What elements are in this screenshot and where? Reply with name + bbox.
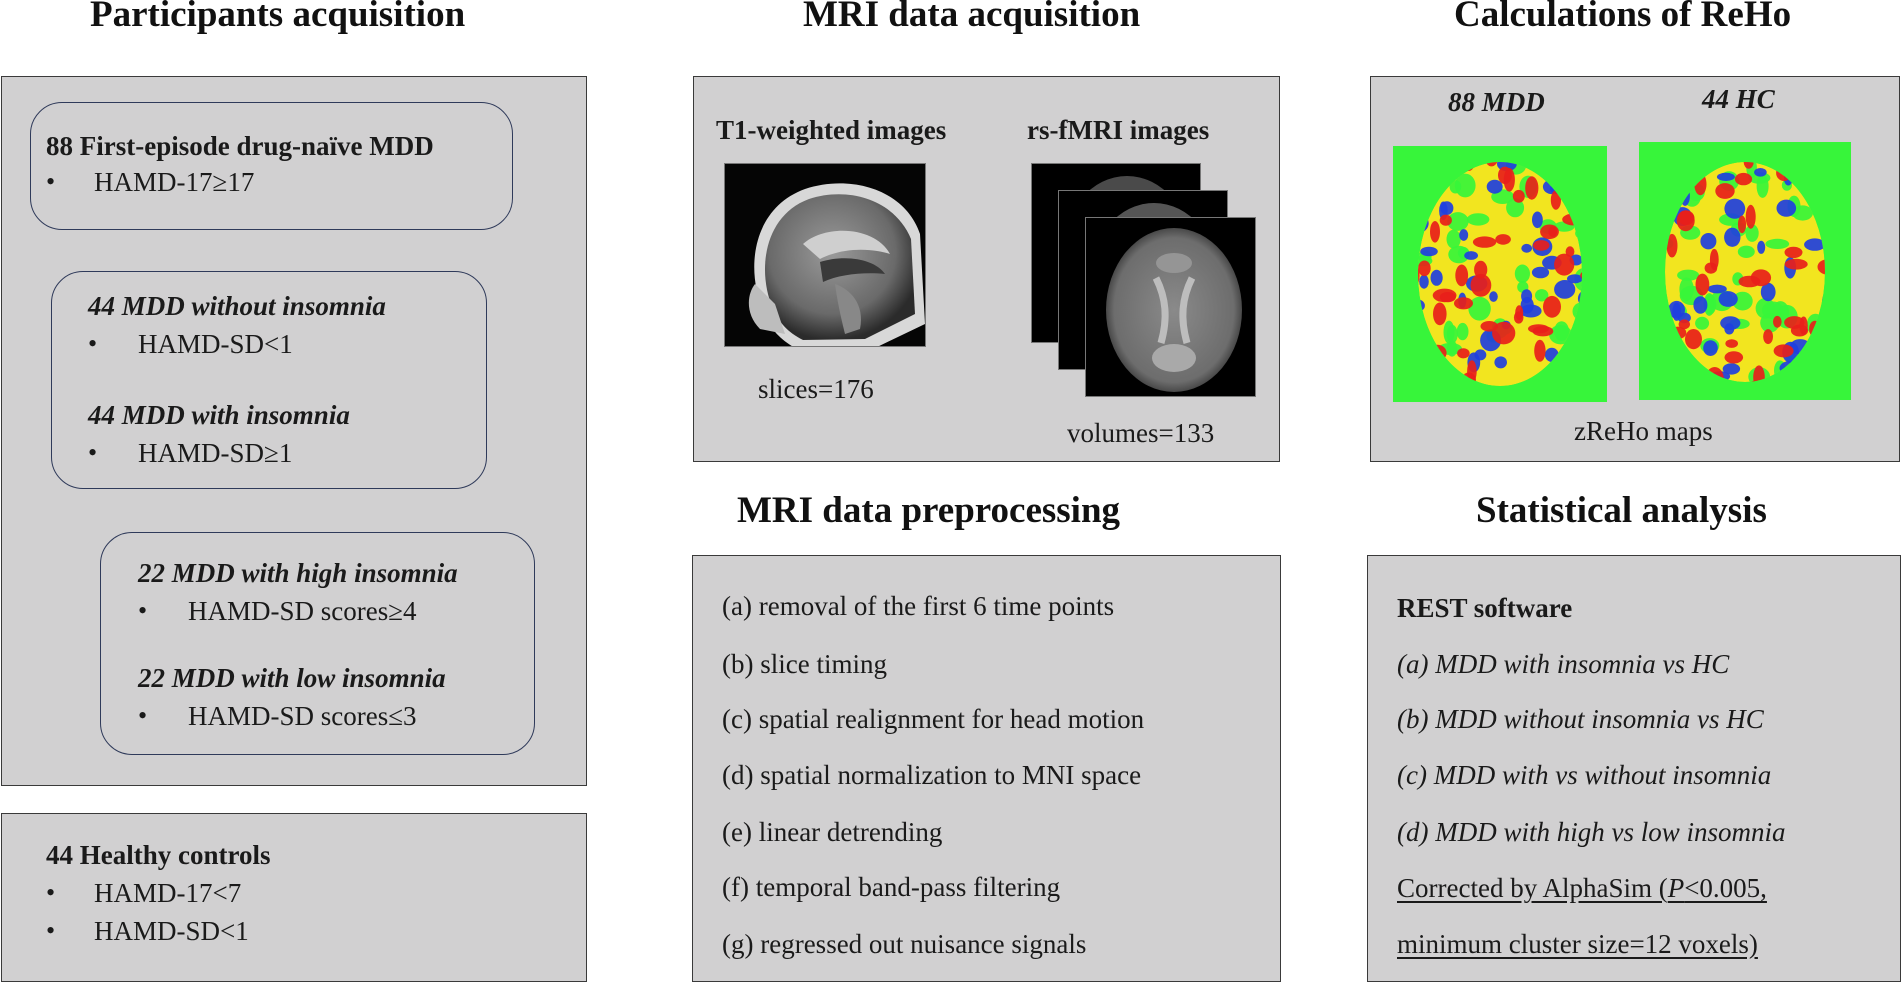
statistics-panel: [1367, 555, 1901, 982]
correction-text-b: <0.005,: [1684, 873, 1767, 903]
mdd-map-label: 88 MDD: [1448, 87, 1545, 117]
preprocessing-step-a: (a) removal of the first 6 time points: [722, 591, 1115, 621]
mdd-group-box: [30, 102, 513, 230]
preprocessing-step-d: (d) spatial normalization to MNI space: [722, 760, 1142, 790]
heading-participants: Participants acquisition: [90, 0, 466, 35]
fmri-volume-image-front: [1085, 217, 1256, 397]
zreho-caption: zReHo maps: [1574, 416, 1713, 446]
comparison-b: (b) MDD without insomnia vs HC: [1397, 704, 1764, 734]
bullet-icon: •: [138, 701, 148, 730]
correction-p-symbol: P: [1667, 873, 1685, 903]
bullet-icon: •: [138, 596, 148, 625]
controls-criterion-2: HAMD-SD<1: [94, 916, 249, 946]
low-insomnia-criterion: HAMD-SD scores≤3: [188, 701, 417, 731]
preprocessing-step-c: (c) spatial realignment for head motion: [722, 704, 1145, 734]
t1-brain-image: [724, 163, 926, 347]
with-insomnia-title: 44 MDD with insomnia: [88, 400, 350, 430]
correction-text-a: Corrected by AlphaSim (: [1397, 873, 1668, 903]
participants-panel: [1, 76, 587, 786]
mdd-group-criterion: HAMD-17≥17: [94, 167, 255, 197]
preprocessing-step-g: (g) regressed out nuisance signals: [722, 929, 1087, 959]
without-insomnia-criterion: HAMD-SD<1: [138, 329, 293, 359]
preprocessing-step-b: (b) slice timing: [722, 649, 887, 679]
preprocessing-step-f: (f) temporal band-pass filtering: [722, 872, 1061, 902]
volumes-count: volumes=133: [1067, 418, 1215, 448]
correction-line-2: minimum cluster size=12 voxels): [1397, 929, 1758, 959]
insomnia-level-box: [100, 532, 535, 755]
heading-statistics: Statistical analysis: [1476, 490, 1767, 531]
low-insomnia-title: 22 MDD with low insomnia: [138, 663, 446, 693]
bullet-icon: •: [46, 167, 56, 196]
rest-software-label: REST software: [1397, 593, 1573, 623]
comparison-c: (c) MDD with vs without insomnia: [1397, 760, 1772, 790]
bullet-icon: •: [46, 878, 56, 907]
bullet-icon: •: [46, 916, 56, 945]
t1-weighted-label: T1-weighted images: [716, 115, 947, 145]
comparison-a: (a) MDD with insomnia vs HC: [1397, 649, 1730, 679]
healthy-controls-panel: [1, 813, 587, 982]
high-insomnia-criterion: HAMD-SD scores≥4: [188, 596, 417, 626]
high-insomnia-title: 22 MDD with high insomnia: [138, 558, 458, 588]
comparison-d: (d) MDD with high vs low insomnia: [1397, 817, 1786, 847]
slices-count: slices=176: [758, 374, 874, 404]
heading-mri-acquisition: MRI data acquisition: [803, 0, 1141, 35]
bullet-icon: •: [88, 438, 98, 467]
bullet-icon: •: [88, 329, 98, 358]
hc-map-label: 44 HC: [1702, 84, 1775, 114]
rs-fmri-label: rs-fMRI images: [1027, 115, 1210, 145]
preprocessing-step-e: (e) linear detrending: [722, 817, 943, 847]
heading-reho: Calculations of ReHo: [1454, 0, 1792, 35]
insomnia-split-box: [51, 271, 487, 489]
mdd-reho-map: [1393, 146, 1607, 402]
with-insomnia-criterion: HAMD-SD≥1: [138, 438, 293, 468]
heading-preprocessing: MRI data preprocessing: [737, 490, 1121, 531]
controls-criterion-1: HAMD-17<7: [94, 878, 242, 908]
hc-reho-map: [1639, 142, 1851, 400]
healthy-controls-title: 44 Healthy controls: [46, 840, 271, 870]
preprocessing-panel: [692, 555, 1281, 982]
mdd-group-title: 88 First-episode drug-naïve MDD: [46, 131, 434, 161]
correction-line-1: Corrected by AlphaSim (P<0.005,: [1397, 875, 1767, 902]
without-insomnia-title: 44 MDD without insomnia: [88, 291, 386, 321]
